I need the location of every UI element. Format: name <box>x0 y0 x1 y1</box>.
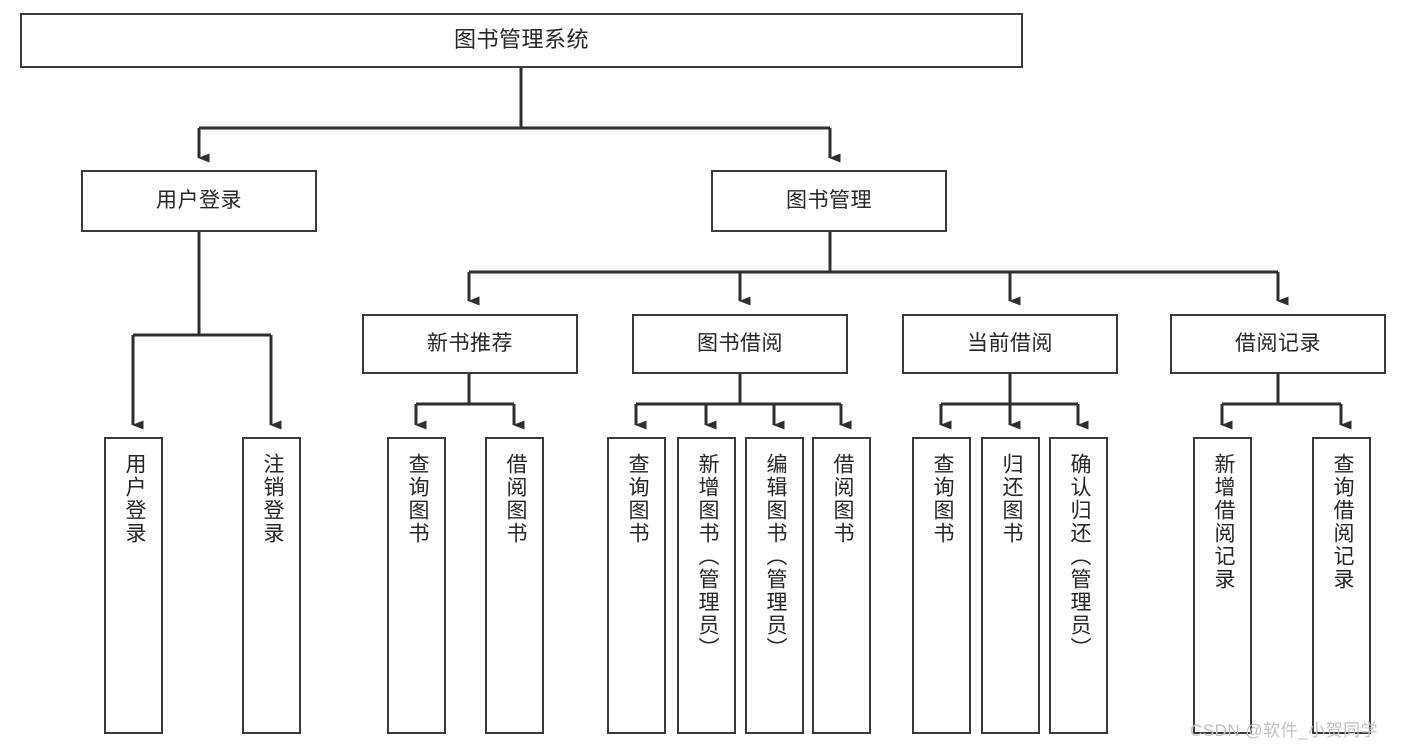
node-user-login-label: 用户登录 <box>156 189 242 213</box>
node-leaf-add-book-label: 新增图书（管理员） <box>695 453 719 660</box>
node-leaf-add-book[interactable]: 新增图书（管理员） <box>677 437 736 734</box>
node-leaf-borrow-book-1-label: 借阅图书 <box>503 453 527 545</box>
node-current-borrow[interactable]: 当前借阅 <box>902 314 1118 374</box>
node-leaf-borrow-book-2-label: 借阅图书 <box>830 453 854 545</box>
node-new-book-recommend-label: 新书推荐 <box>427 332 513 356</box>
node-root-label: 图书管理系统 <box>453 27 589 53</box>
node-leaf-edit-book[interactable]: 编辑图书（管理员） <box>745 437 804 734</box>
node-leaf-borrow-book-1[interactable]: 借阅图书 <box>485 437 544 734</box>
node-root[interactable]: 图书管理系统 <box>20 13 1023 68</box>
node-leaf-user-logout[interactable]: 注销登录 <box>242 437 301 734</box>
node-leaf-query-book-3[interactable]: 查询图书 <box>912 437 971 734</box>
node-leaf-user-login-label: 用户登录 <box>122 453 146 545</box>
node-leaf-add-record[interactable]: 新增借阅记录 <box>1193 437 1252 734</box>
node-leaf-query-record[interactable]: 查询借阅记录 <box>1312 437 1371 734</box>
node-leaf-borrow-book-2[interactable]: 借阅图书 <box>812 437 871 734</box>
node-leaf-query-book-1-label: 查询图书 <box>405 453 429 545</box>
node-book-borrow[interactable]: 图书借阅 <box>632 314 848 374</box>
node-borrow-record[interactable]: 借阅记录 <box>1170 314 1386 374</box>
node-borrow-record-label: 借阅记录 <box>1235 332 1321 356</box>
node-leaf-query-book-2[interactable]: 查询图书 <box>607 437 666 734</box>
node-leaf-confirm-return[interactable]: 确认归还（管理员） <box>1049 437 1108 734</box>
node-leaf-user-logout-label: 注销登录 <box>260 453 284 545</box>
node-leaf-edit-book-label: 编辑图书（管理员） <box>763 453 787 660</box>
node-leaf-return-book[interactable]: 归还图书 <box>981 437 1040 734</box>
node-current-borrow-label: 当前借阅 <box>967 332 1053 356</box>
node-new-book-recommend[interactable]: 新书推荐 <box>362 314 578 374</box>
node-leaf-user-login[interactable]: 用户登录 <box>104 437 163 734</box>
node-book-borrow-label: 图书借阅 <box>697 332 783 356</box>
node-leaf-add-record-label: 新增借阅记录 <box>1211 453 1235 591</box>
node-book-management[interactable]: 图书管理 <box>711 170 947 232</box>
node-leaf-confirm-return-label: 确认归还（管理员） <box>1067 453 1091 660</box>
node-leaf-return-book-label: 归还图书 <box>999 453 1023 545</box>
node-leaf-query-record-label: 查询借阅记录 <box>1330 453 1354 591</box>
node-leaf-query-book-3-label: 查询图书 <box>930 453 954 545</box>
node-leaf-query-book-2-label: 查询图书 <box>625 453 649 545</box>
node-leaf-query-book-1[interactable]: 查询图书 <box>387 437 446 734</box>
node-book-management-label: 图书管理 <box>786 189 872 213</box>
node-user-login[interactable]: 用户登录 <box>81 170 317 232</box>
